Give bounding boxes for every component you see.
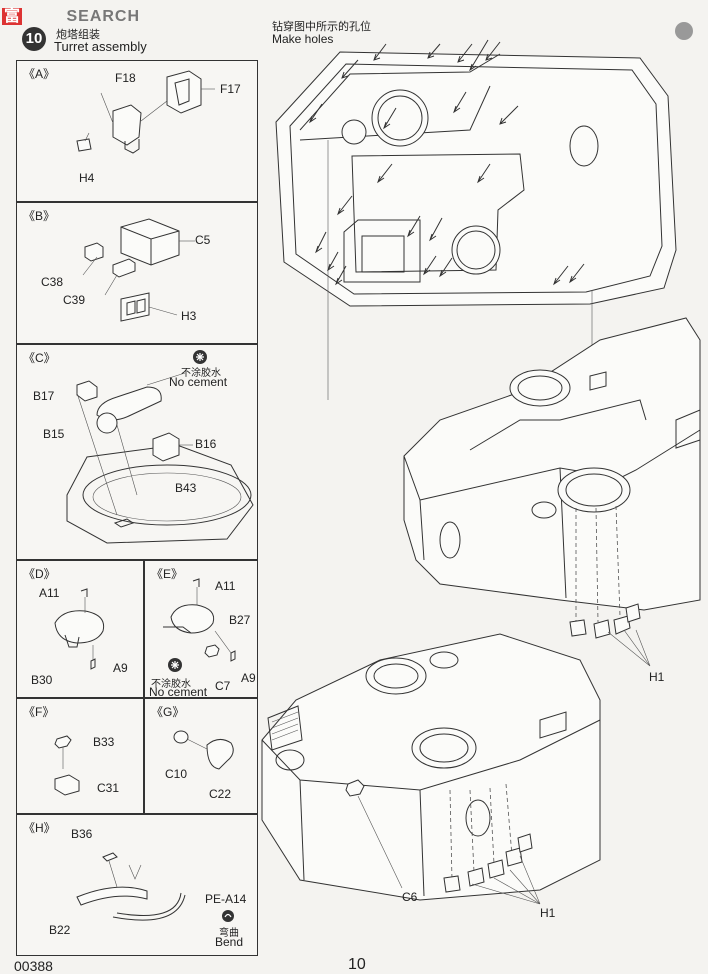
bend-icon: [222, 910, 234, 922]
part-h1-top: H1: [649, 670, 665, 684]
part-f18: F18: [115, 71, 136, 85]
panel-g-drawing: [173, 730, 234, 770]
make-holes-en: Make holes: [272, 32, 334, 46]
panel-h: 《H》 B36 PE-A14 B22 弯曲 Bend: [16, 814, 258, 956]
panel-h-drawing: [76, 852, 186, 921]
panel-g: 《G》 C10 C22: [144, 698, 258, 814]
h1-parts-upper: [569, 505, 651, 667]
hole-arrows: [309, 39, 585, 286]
part-a9-e: A9: [241, 671, 256, 685]
part-c6: C6: [402, 890, 418, 904]
part-b16: B16: [195, 437, 217, 451]
watermark-text: SEARCH: [66, 8, 141, 25]
part-b36: B36: [71, 827, 93, 841]
panel-c-drawing: [66, 372, 254, 544]
no-cement-icon: [168, 658, 182, 672]
part-b17: B17: [33, 389, 55, 403]
part-c7: C7: [215, 679, 231, 693]
footer-code: 00388: [14, 958, 53, 974]
no-cement-en: No cement: [149, 685, 208, 699]
page-number: 10: [348, 956, 366, 973]
bend-en: Bend: [215, 935, 244, 949]
part-c31: C31: [97, 781, 120, 795]
part-c39: C39: [63, 293, 86, 307]
no-cement-cn: 不涂胶水: [181, 368, 221, 379]
panel-b-label: 《B》: [23, 209, 56, 223]
part-pe-a14: PE-A14: [205, 892, 247, 906]
part-a11-d: A11: [39, 586, 60, 600]
part-c38: C38: [41, 275, 64, 289]
next-step-badge: [675, 22, 693, 40]
watermark-logo: 富 SEARCH: [2, 2, 140, 26]
panel-f-label: 《F》: [23, 705, 55, 719]
panel-e-drawing: [163, 578, 236, 662]
watermark-brand: 富: [2, 8, 23, 25]
part-a11-e: A11: [215, 579, 236, 593]
panel-h-label: 《H》: [23, 821, 56, 835]
part-c10: C10: [165, 767, 188, 781]
panel-c: 《C》 不涂胶水 No cement B17 B15 B16 B43: [16, 344, 258, 560]
panel-d: 《D》 A11 B30 A9: [16, 560, 144, 698]
panel-b-drawing: [82, 218, 195, 322]
part-b22: B22: [49, 923, 71, 937]
panel-a-label: 《A》: [23, 67, 56, 81]
part-a9-d: A9: [113, 661, 128, 675]
bend-cn: 弯曲: [219, 928, 239, 939]
step-number: 10: [25, 30, 43, 47]
panel-a-drawing: [76, 70, 215, 154]
panel-d-label: 《D》: [23, 567, 56, 581]
no-cement-cn: 不涂胶水: [151, 679, 191, 690]
part-b33: B33: [93, 735, 115, 749]
part-b43: B43: [175, 481, 197, 495]
part-c5: C5: [195, 233, 211, 247]
panel-a: 《A》 F18 F17 H4: [16, 60, 258, 202]
panel-e-label: 《E》: [151, 567, 184, 581]
panel-f-drawing: [54, 735, 80, 796]
step-title-en: Turret assembly: [54, 39, 147, 54]
no-cement-en: No cement: [169, 375, 228, 389]
turret-iso-view-upper: [403, 317, 701, 611]
part-b27: B27: [229, 613, 251, 627]
panel-e: 《E》 A11 B27 C7 A9 不涂胶水 No cement: [144, 560, 258, 699]
panel-c-label: 《C》: [23, 351, 56, 365]
part-b30: B30: [31, 673, 53, 687]
part-b15: B15: [43, 427, 65, 441]
no-cement-icon: [193, 350, 207, 364]
part-h1-bottom: H1: [540, 906, 556, 920]
part-h4: H4: [79, 171, 95, 185]
make-holes-cn: 钻穿图中所示的孔位: [272, 21, 371, 33]
step-title-cn: 炮塔组装: [56, 29, 100, 41]
panel-b: 《B》 C5 C38 C39 H3: [16, 202, 258, 344]
part-f17: F17: [220, 82, 241, 96]
h1-parts-lower: [443, 783, 541, 905]
panel-f: 《F》 B33 C31: [16, 698, 144, 814]
panel-g-label: 《G》: [151, 705, 185, 719]
turret-iso-view-lower: [261, 633, 601, 901]
panel-d-drawing: [54, 588, 105, 670]
turret-plate-top-view: [275, 51, 677, 400]
part-h3: H3: [181, 309, 197, 323]
part-c22: C22: [209, 787, 232, 801]
step-number-badge: 10: [22, 27, 46, 51]
